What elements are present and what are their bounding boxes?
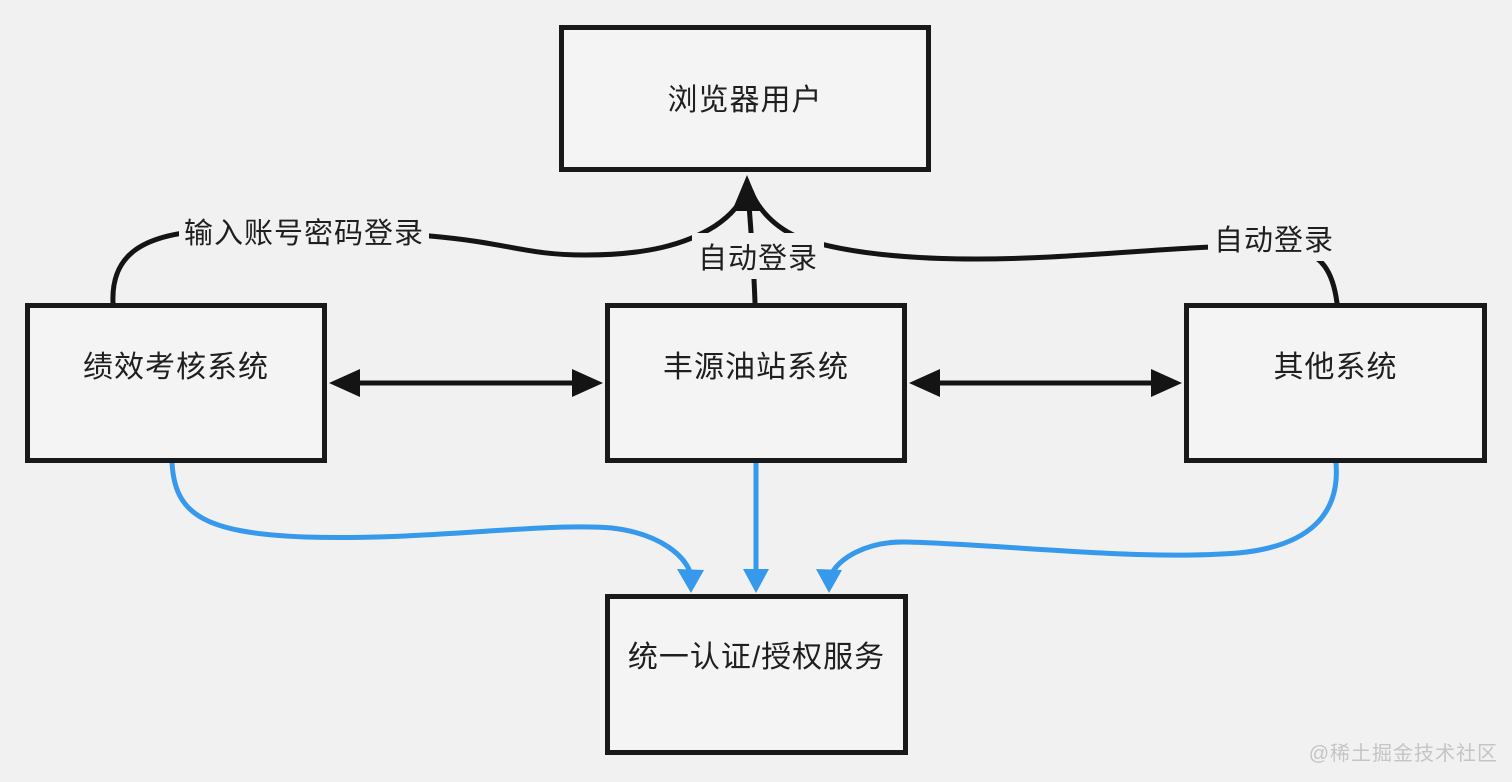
arrowhead-auth-right bbox=[816, 569, 842, 593]
arrowhead-auth-left bbox=[677, 569, 704, 593]
arrowhead-left-fuel bbox=[909, 369, 940, 397]
node-performance-system-label: 绩效考核系统 bbox=[83, 351, 269, 384]
arrowhead-left-performance bbox=[329, 369, 360, 397]
node-browser-user: 浏览器用户 bbox=[559, 25, 931, 172]
node-other-system: 其他系统 bbox=[1184, 303, 1487, 463]
edge-performance-to-auth bbox=[169, 460, 694, 578]
node-fuel-station-system-label: 丰源油站系统 bbox=[663, 351, 849, 384]
edge-label-password-login: 输入账号密码登录 bbox=[179, 208, 429, 254]
edge-label-auto-login-right: 自动登录 bbox=[1208, 215, 1340, 261]
node-auth-service: 统一认证/授权服务 bbox=[605, 594, 908, 755]
arrowhead-right-other bbox=[1151, 369, 1182, 397]
arrowhead-auth-center bbox=[743, 569, 769, 593]
node-performance-system: 绩效考核系统 bbox=[25, 303, 327, 463]
edge-other-to-auth bbox=[828, 460, 1339, 578]
node-fuel-station-system: 丰源油站系统 bbox=[605, 303, 907, 463]
arrowhead-up-browser bbox=[732, 175, 762, 211]
node-other-system-label: 其他系统 bbox=[1273, 351, 1398, 384]
arrowhead-right-fuel bbox=[572, 369, 603, 397]
edge-label-auto-login-center: 自动登录 bbox=[692, 233, 824, 279]
watermark: @稀土掘金技术社区 bbox=[1308, 743, 1498, 765]
node-browser-user-label: 浏览器用户 bbox=[667, 83, 823, 117]
node-auth-service-label: 统一认证/授权服务 bbox=[627, 640, 886, 674]
